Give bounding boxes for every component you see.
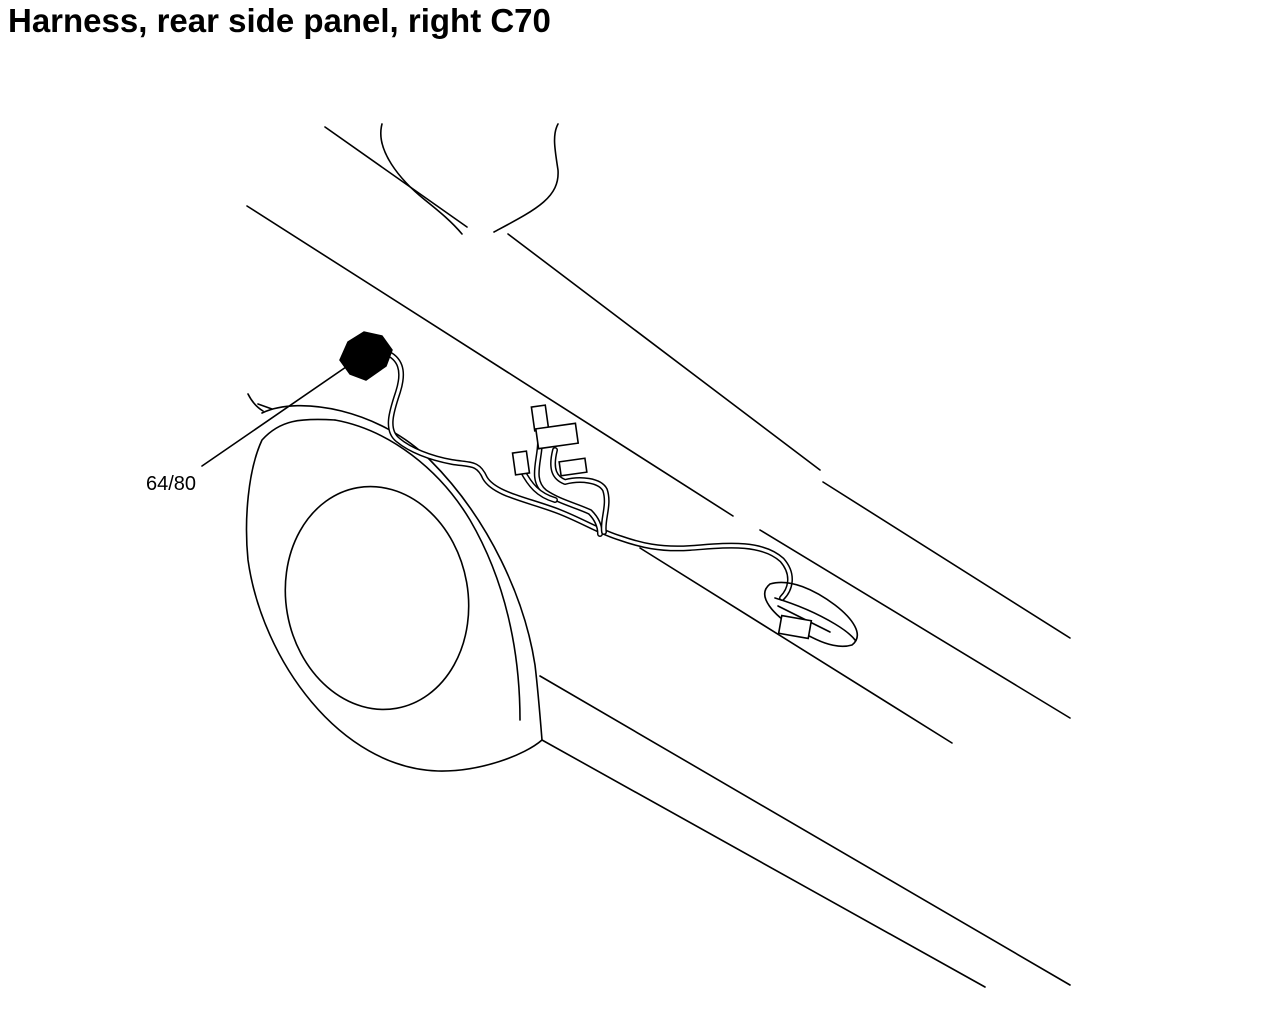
connector-64-80 [339,331,393,381]
callout-64-80: 64/80 [146,355,363,495]
body-outline-upper [324,123,1071,639]
callout-label: 64/80 [146,473,196,495]
diagram-title: Harness, rear side panel, right C70 [8,2,551,39]
harness-connectors [511,404,588,477]
wheel-arch [245,404,543,772]
body-side-lines [246,205,1071,988]
harness-wiring [382,349,793,601]
door-handle [764,581,859,647]
